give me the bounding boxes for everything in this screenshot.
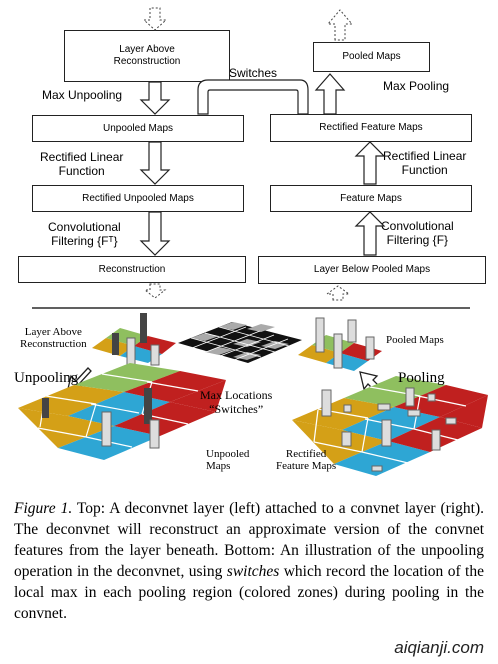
grid-lines (37, 373, 199, 448)
activation-bar (365, 336, 375, 360)
unpooled-map-grid (18, 363, 226, 460)
activation-bar (431, 429, 441, 451)
activation-bar (144, 388, 152, 424)
switches-label: Switches (229, 66, 278, 80)
figure-caption: Figure 1. Top: A deconvnet layer (left) … (14, 498, 484, 624)
activation-bar (140, 313, 147, 343)
activation-bar (101, 411, 112, 447)
activation-bar (321, 389, 332, 417)
rectified-map-grid (292, 376, 488, 476)
hollow-up-arrow-icon (314, 73, 386, 256)
max-pooling-label: Max Pooling (383, 79, 450, 93)
caption-text-1: Top: A deconvnet layer (left) attached t… (14, 500, 484, 580)
rectified-feature-maps-label: Rectified Feature Maps (276, 448, 337, 472)
watermark: aiqianji.com (394, 638, 484, 657)
conv-filtering-left-label: Convolutional Filtering {Fᵀ} (48, 220, 121, 248)
unpooled-maps-label: Unpooled Maps (206, 448, 250, 472)
dashed-down-arrow-icon (142, 7, 168, 31)
pooled-maps-box: Pooled Maps (313, 42, 430, 72)
pooled-map-small-right (298, 317, 382, 371)
activation-bar (333, 333, 343, 369)
activation-bar (405, 387, 415, 407)
pooled-map-small-left (92, 313, 176, 371)
bottom-illustration: .gl{stroke:#fff;stroke-width:1.2;} (18, 313, 488, 476)
hollow-down-arrow-icon (139, 81, 171, 256)
max-locations-label: Max Locations “Switches” (200, 388, 273, 416)
feature-maps-box: Feature Maps (270, 185, 472, 212)
pooled-maps-label: Pooled Maps (386, 334, 444, 346)
activation-bar (150, 344, 160, 366)
caption-text-2: which record the location of the local m… (14, 563, 484, 622)
activation-bar (341, 431, 352, 447)
activation-bar (427, 393, 436, 402)
top-arrows (32, 7, 470, 309)
activation-bar (112, 333, 119, 355)
switches-connector (197, 79, 309, 115)
switches-checkerboard (178, 322, 302, 363)
dashed-down-arrow-icon (143, 283, 167, 299)
layer-above-reconstruction-label: Layer Above Reconstruction (20, 326, 87, 350)
rectified-feature-maps-box: Rectified Feature Maps (270, 114, 472, 142)
activation-bar (315, 317, 325, 353)
unpooling-label: Unpooling (14, 370, 79, 386)
activation-bar (371, 465, 383, 472)
relu-right-label: Rectified Linear Function (383, 149, 467, 177)
activation-bar (42, 398, 49, 418)
caption-label: Figure 1. (14, 500, 73, 517)
reconstruction-box: Reconstruction (18, 256, 246, 283)
caption-switches-word: switches (226, 563, 280, 580)
activation-bar (377, 403, 391, 411)
activation-bar (381, 419, 392, 447)
max-unpooling-label: Max Unpooling (42, 88, 123, 102)
activation-bar (407, 409, 421, 417)
conv-filtering-right-label: Convolutional Filtering {F} (381, 219, 454, 247)
activation-bar (149, 419, 160, 449)
activation-bar (343, 404, 352, 413)
pooling-label: Pooling (398, 370, 445, 386)
relu-left-label: Rectified Linear Function (40, 150, 124, 178)
unpooled-maps-box: Unpooled Maps (32, 115, 244, 142)
layer-below-pooled-maps-box: Layer Below Pooled Maps (258, 256, 486, 284)
rectified-unpooled-maps-box: Rectified Unpooled Maps (32, 185, 244, 212)
activation-bar (445, 417, 457, 425)
activation-bar (347, 319, 357, 343)
dashed-up-arrow-icon (325, 9, 354, 301)
layer-above-reconstruction-box: Layer Above Reconstruction (64, 30, 230, 82)
